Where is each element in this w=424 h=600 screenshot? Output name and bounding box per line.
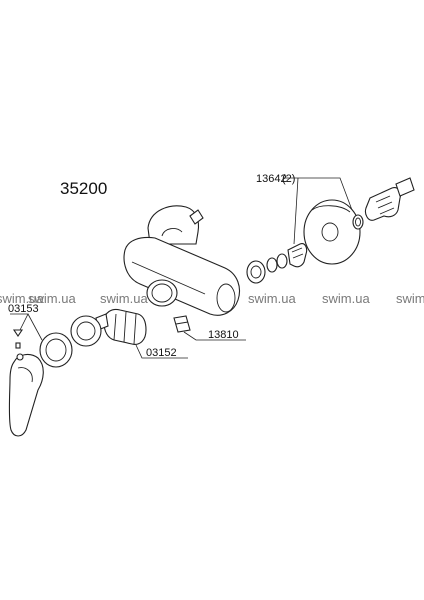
eccentric-body: [364, 187, 402, 221]
cartridge-assembly: [39, 308, 147, 368]
indicator-cap: [12, 329, 24, 337]
o-ring-right: [352, 214, 364, 230]
leader-03152: [135, 344, 188, 359]
watermark-6: swim.ua: [396, 291, 424, 306]
body-top-nipple: [189, 209, 204, 225]
callout-13642-qty: (2): [282, 173, 295, 185]
o-ring-small-a: [266, 257, 278, 273]
flange-rim: [311, 205, 351, 213]
threaded-ring: [70, 315, 102, 347]
body-top-disc: [147, 205, 200, 245]
body-top-disc-edge: [161, 228, 183, 237]
lever-handle: [8, 353, 44, 437]
body-barrel-line: [131, 261, 206, 295]
callout-03153: 03153: [8, 303, 39, 315]
leader-13810: [183, 331, 246, 341]
cartridge-opening-inner: [151, 283, 173, 303]
body-end-face: [216, 283, 236, 313]
insert-nut-body: [173, 315, 191, 333]
watermark-3: swim.ua: [100, 291, 148, 306]
cartridge-ribs: [113, 311, 137, 345]
leader-03153-b: [27, 313, 43, 341]
watermark-2: swim.ua: [28, 291, 76, 306]
lever-body: [8, 353, 44, 437]
eccentric-hex-lines: [375, 195, 395, 215]
nut-ring-inner: [250, 265, 262, 279]
mixer-body: [123, 205, 241, 316]
check-valve-lines: [291, 247, 304, 259]
threaded-ring-inner: [76, 321, 96, 341]
callout-13810: 13810: [208, 329, 239, 341]
set-screw: [15, 342, 21, 349]
model-number: 35200: [60, 179, 107, 198]
o-ring-right-inner: [355, 217, 361, 227]
flange-outer: [303, 199, 361, 265]
insert-nut-line: [175, 321, 189, 325]
check-valve: [287, 243, 308, 268]
connector-parts: [246, 243, 308, 284]
callout-13642: 13642: [256, 173, 287, 185]
nut-ring: [246, 260, 266, 284]
leader-lines: [10, 177, 353, 359]
eccentric-connector: [364, 177, 415, 221]
leader-13642-b: [293, 177, 299, 245]
wall-flange: [303, 199, 361, 265]
o-ring-small-b: [276, 253, 288, 269]
insert-nut: [173, 315, 191, 333]
cover-sleeve-inner: [45, 338, 67, 362]
lever-cap: [16, 353, 24, 361]
watermark-5: swim.ua: [322, 291, 370, 306]
callout-03152: 03152: [146, 347, 177, 359]
watermark-1: swim.ua: [0, 291, 44, 306]
cover-sleeve: [39, 332, 73, 368]
watermark-row: swim.ua swim.ua swim.ua swim.ua swim.ua …: [0, 291, 424, 306]
watermark-4: swim.ua: [248, 291, 296, 306]
eccentric-thread: [395, 177, 415, 197]
flange-hole: [321, 222, 339, 242]
lever-top-edge: [17, 367, 33, 383]
leader-03153: [10, 313, 29, 331]
leader-13642: [283, 177, 353, 211]
body-barrel: [123, 236, 241, 316]
